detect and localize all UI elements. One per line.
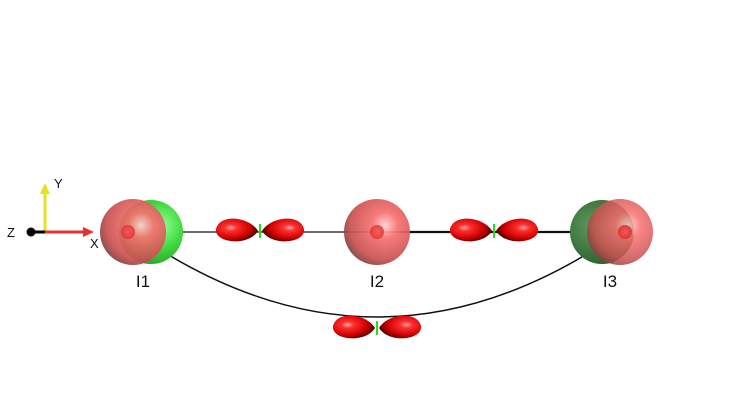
bond-path-curve [135, 233, 619, 318]
atom-i1[interactable] [100, 199, 166, 265]
atom-label-i1: I1 [136, 272, 150, 291]
atom-i2[interactable] [344, 199, 410, 265]
x-axis-arrowhead-icon [83, 227, 94, 237]
atom-i1-core [121, 225, 135, 239]
atom-i3[interactable] [587, 199, 653, 265]
lobe-pair-bond-i2-i3[interactable] [448, 217, 540, 243]
axis-triad: Y X Z [7, 176, 99, 251]
atom-label-i2: I2 [370, 272, 384, 291]
z-axis-dot-icon [26, 227, 36, 237]
y-axis-label: Y [54, 176, 63, 191]
x-axis-label: X [90, 236, 99, 251]
atom-i3-core [618, 225, 632, 239]
atom-label-i3: I3 [603, 272, 617, 291]
z-axis-label: Z [7, 225, 15, 240]
y-axis-arrowhead-icon [40, 183, 50, 194]
atom-i2-core [370, 225, 384, 239]
lobe-pair-bond-i1-i2[interactable] [214, 217, 306, 243]
lobe-pair-path-i1-i3[interactable] [331, 314, 423, 340]
